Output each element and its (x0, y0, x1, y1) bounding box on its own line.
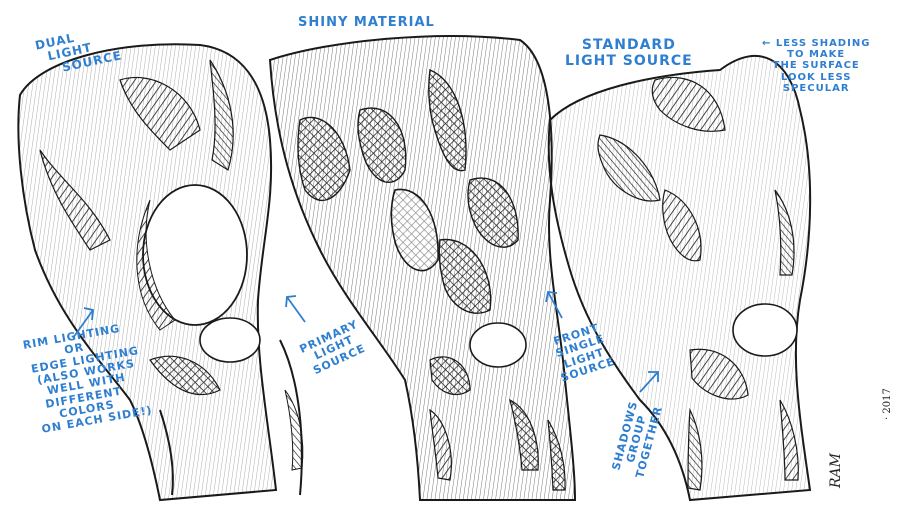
knee-dual-light (17, 43, 306, 502)
artist-signature: RAM (828, 453, 844, 488)
knee-shiny-material (268, 35, 577, 501)
annotation-shiny-material: SHINY MATERIAL (298, 15, 435, 30)
knee-standard-light (547, 54, 812, 502)
annotation-rim-lighting: RIM LIGHTING OR EDGE LIGHTING (ALSO WORK… (21, 321, 154, 437)
annotation-standard-light: STANDARD LIGHT SOURCE (565, 37, 693, 69)
annotation-less-shading: ← LESS SHADING TO MAKE THE SURFACE LOOK … (762, 38, 871, 94)
signature-year: · 2017 (882, 388, 893, 420)
